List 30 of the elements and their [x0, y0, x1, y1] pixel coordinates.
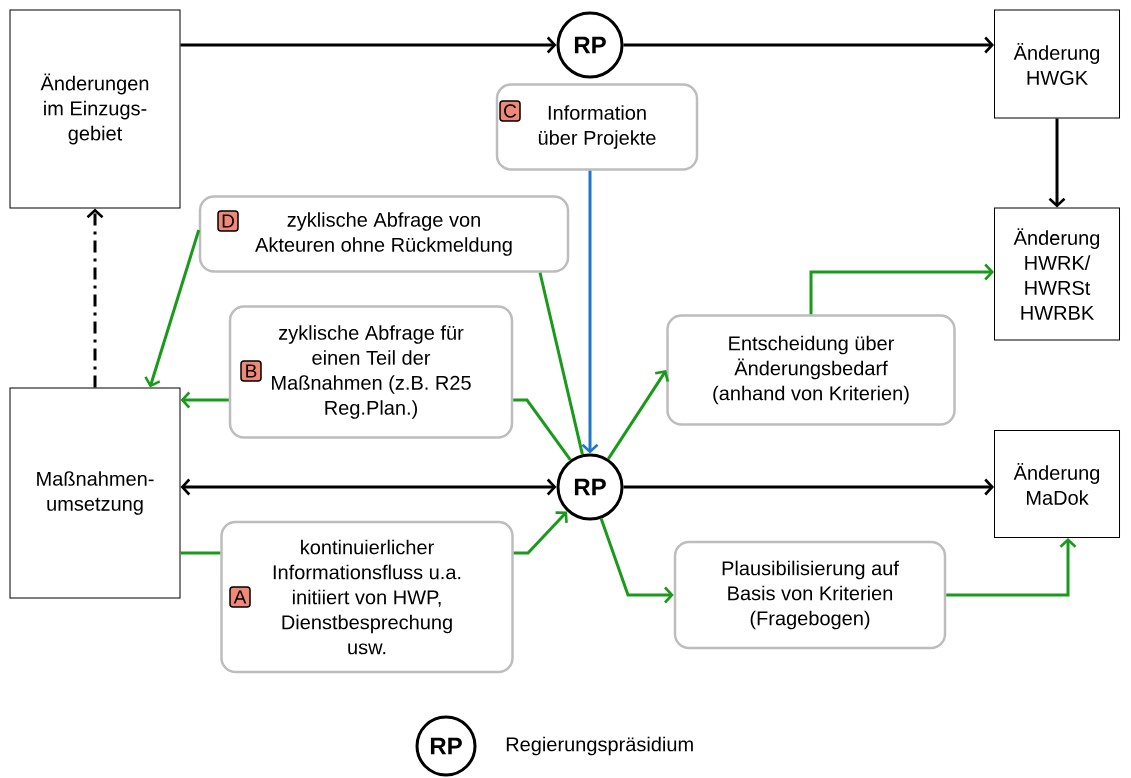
rounded-box: Information über Projekte C — [495, 83, 699, 171]
rounded-box: zyklische Abfrage für einen Teil der Maßnahmen (z.B. R25 Reg.Plan.) B — [228, 305, 514, 439]
arrow — [581, 170, 599, 454]
arrow — [144, 229, 201, 388]
arrow — [607, 370, 669, 460]
arrow — [86, 208, 104, 388]
rounded-box: Entscheidung über Änderungsbedarf (anhand von Kriterien) — [666, 314, 956, 426]
rounded-box: kontinuierlicher Informationsfluss u.a. initiiert von HWP, Dienstbesprechung usw. A — [220, 520, 514, 674]
legend-text: Regierungspräsidium — [506, 736, 693, 756]
badge: B — [240, 360, 262, 382]
arrow — [623, 478, 994, 496]
arrow — [180, 36, 557, 54]
rounded-box: Plausibilisierung auf Basis von Kriterien (Fragebogen) — [673, 540, 947, 650]
process-box: Änderung MaDok — [994, 430, 1120, 538]
badge: A — [229, 586, 251, 608]
process-box: Änderung HWGK — [994, 9, 1120, 119]
badge: D — [217, 210, 239, 232]
arrow — [513, 511, 568, 555]
rounded-box: zyklische Abfrage von Akteuren ohne Rückmeldung D — [198, 195, 570, 273]
arrow — [1048, 118, 1066, 208]
arrow — [809, 263, 994, 315]
badge: C — [499, 100, 521, 122]
process-box: Änderung HWRK/ HWRSt HWRBK — [994, 207, 1120, 341]
arrow — [180, 478, 557, 496]
arrow — [623, 36, 994, 54]
arrow — [180, 391, 229, 409]
arrow — [599, 518, 674, 604]
arrow — [946, 538, 1077, 597]
process-box: Maßnahmen- umsetzung — [9, 387, 181, 599]
process-box: Änderungen im Einzugs- gebiet — [9, 9, 181, 209]
